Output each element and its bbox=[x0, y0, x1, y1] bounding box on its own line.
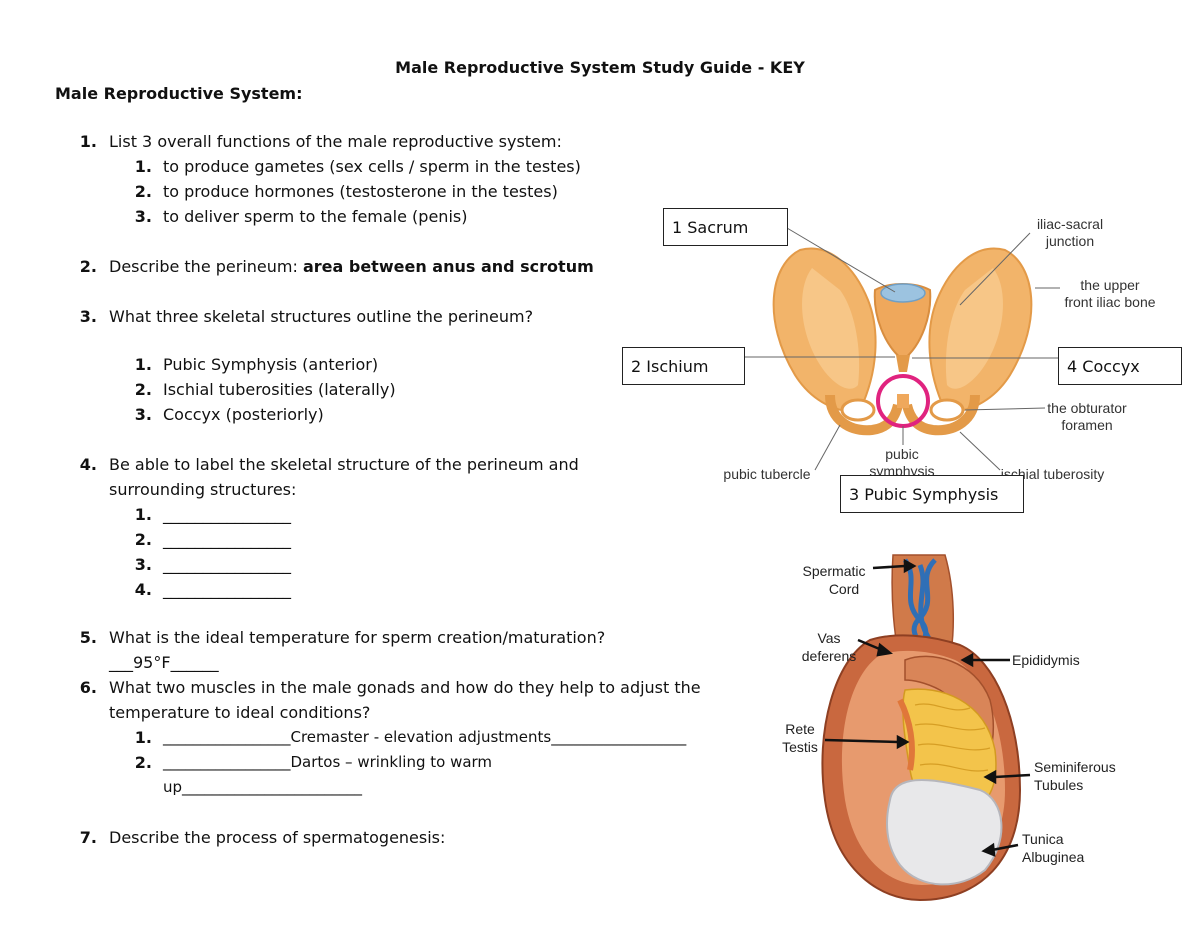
question-number: 3. bbox=[79, 307, 97, 326]
label-line: pubic bbox=[885, 446, 919, 462]
question-text: What three skeletal structures outline t… bbox=[109, 307, 534, 326]
question-number: 1. bbox=[79, 132, 97, 151]
label-line: Rete bbox=[785, 721, 815, 737]
question-number: 5. bbox=[79, 628, 97, 647]
coccyx bbox=[896, 355, 910, 372]
label-line: front iliac bone bbox=[1064, 294, 1156, 310]
blank-line: ________________ bbox=[163, 505, 291, 524]
question-text: temperature to ideal conditions? bbox=[109, 703, 371, 722]
list-number: 1. bbox=[134, 505, 152, 524]
list-number: 1. bbox=[134, 355, 152, 374]
question-text: Be able to label the skeletal structure … bbox=[109, 455, 579, 474]
label-line: Tubules bbox=[1034, 777, 1084, 793]
list-number: 1. bbox=[134, 157, 152, 176]
label-box-sacrum: 1 Sacrum bbox=[663, 208, 788, 246]
list-number: 2. bbox=[134, 753, 152, 772]
rete-testis-label: Rete Testis bbox=[778, 720, 822, 756]
label-line: iliac-sacral bbox=[1036, 216, 1104, 232]
list-number: 4. bbox=[134, 580, 152, 599]
list-number: 3. bbox=[134, 405, 152, 424]
label-line: deferens bbox=[801, 648, 857, 664]
answer-text: to produce gametes (sex cells / sperm in… bbox=[163, 157, 581, 176]
iliac-sacral-junction-label: iliac-sacral junction bbox=[1020, 216, 1120, 250]
label-line: the upper bbox=[1080, 277, 1140, 293]
question-number: 7. bbox=[79, 828, 97, 847]
label-line: Albuginea bbox=[1022, 849, 1085, 865]
label-box-coccyx: 4 Coccyx bbox=[1058, 347, 1182, 385]
question-text: List 3 overall functions of the male rep… bbox=[109, 132, 562, 151]
upper-iliac-bone-label: the upper front iliac bone bbox=[1050, 277, 1170, 311]
label-line: foramen bbox=[1061, 417, 1113, 433]
label-line: Tunica bbox=[1022, 831, 1064, 847]
answer-text: area between anus and scrotum bbox=[302, 257, 594, 276]
answer-text: Ischial tuberosities (laterally) bbox=[163, 380, 396, 399]
label-line: Cord bbox=[828, 581, 860, 597]
pubic-symphysis bbox=[897, 394, 909, 408]
question-text: Describe the perineum: bbox=[109, 257, 303, 276]
right-obturator-foramen bbox=[929, 398, 965, 422]
label-box-ischium: 2 Ischium bbox=[622, 347, 745, 385]
list-number: 2. bbox=[134, 182, 152, 201]
label-line: Vas bbox=[817, 630, 841, 646]
label-line: the obturator bbox=[1047, 400, 1127, 416]
left-obturator-foramen bbox=[840, 398, 876, 422]
answer-text: to produce hormones (testosterone in the… bbox=[163, 182, 558, 201]
list-number: 3. bbox=[134, 555, 152, 574]
ischial-tuberosity-label: ischial tuberosity bbox=[1000, 466, 1105, 482]
question-line: Describe the perineum: area between anus… bbox=[109, 257, 594, 276]
epididymis-label: Epididymis bbox=[1012, 652, 1080, 668]
answer-text: ___95°F______ bbox=[109, 653, 219, 672]
question-text: What two muscles in the male gonads and … bbox=[109, 678, 701, 697]
seminiferous-tubules-label: Seminiferous Tubules bbox=[1034, 758, 1116, 794]
pubic-tubercle-label: pubic tubercle bbox=[723, 466, 811, 482]
page-title: Male Reproductive System Study Guide - K… bbox=[395, 58, 805, 77]
label-line: junction bbox=[1045, 233, 1095, 249]
tunica-albuginea-label: Tunica Albuginea bbox=[1022, 830, 1084, 866]
spermatic-cord-label: Spermatic Cord bbox=[792, 562, 876, 598]
question-number: 6. bbox=[79, 678, 97, 697]
answer-text: _________________Dartos – wrinkling to w… bbox=[163, 753, 493, 771]
list-number: 1. bbox=[134, 728, 152, 747]
answer-text: to deliver sperm to the female (penis) bbox=[163, 207, 468, 226]
list-number: 3. bbox=[134, 207, 152, 226]
list-number: 2. bbox=[134, 530, 152, 549]
section-heading: Male Reproductive System: bbox=[55, 84, 303, 103]
answer-text: Coccyx (posteriorly) bbox=[163, 405, 324, 424]
question-text: Describe the process of spermatogenesis: bbox=[109, 828, 446, 847]
list-number: 2. bbox=[134, 380, 152, 399]
question-number: 2. bbox=[79, 257, 97, 276]
question-number: 4. bbox=[79, 455, 97, 474]
tunica-albuginea bbox=[886, 779, 1003, 886]
label-line: Testis bbox=[782, 739, 818, 755]
blank-line: ________________ bbox=[163, 530, 291, 549]
label-box-pubic-symphysis: 3 Pubic Symphysis bbox=[840, 475, 1024, 513]
sacrum-cap bbox=[880, 283, 926, 303]
question-text: surrounding structures: bbox=[109, 480, 297, 499]
vas-deferens-label: Vas deferens bbox=[786, 629, 872, 665]
question-text: What is the ideal temperature for sperm … bbox=[109, 628, 606, 647]
blank-line: ________________ bbox=[163, 580, 291, 599]
rete-testis bbox=[897, 698, 915, 771]
answer-text: Pubic Symphysis (anterior) bbox=[163, 355, 379, 374]
blank-line: ________________ bbox=[163, 555, 291, 574]
answer-text: up________________________ bbox=[163, 778, 363, 796]
obturator-foramen-label: the obturator foramen bbox=[1032, 400, 1142, 434]
answer-text: _________________Cremaster - elevation a… bbox=[163, 728, 687, 746]
label-line: Seminiferous bbox=[1034, 759, 1116, 775]
label-line: Spermatic bbox=[802, 563, 866, 579]
